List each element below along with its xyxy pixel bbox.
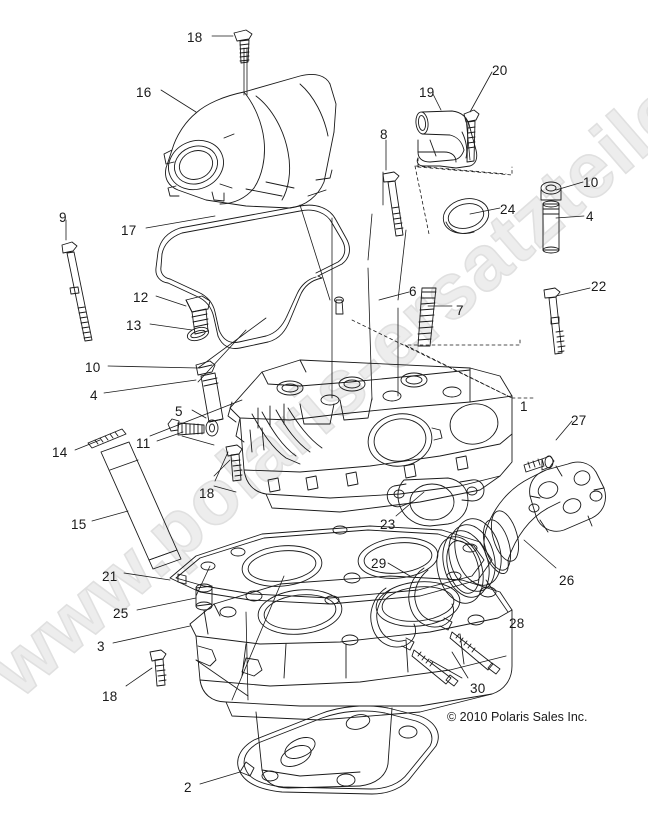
part-27-stud: [523, 455, 555, 473]
callout-11: 11: [136, 436, 151, 451]
part-25-dowel: [195, 583, 213, 635]
callout-9: 9: [59, 210, 67, 225]
bolt-9: [61, 241, 93, 342]
callout-20: 20: [492, 63, 508, 78]
copyright-notice: © 2010 Polaris Sales Inc.: [447, 710, 588, 724]
bolt-18-mid: [225, 444, 243, 482]
callout-12: 12: [133, 290, 149, 305]
callout-6: 6: [409, 284, 417, 299]
part-29-clamps: [370, 567, 454, 651]
part-10-seal-left: [195, 360, 216, 376]
part-6-valve: [334, 296, 344, 315]
callout-3: 3: [97, 639, 105, 654]
part-28-flange-ring: [436, 518, 502, 604]
part-11-screw: [167, 418, 205, 436]
callout-13: 13: [126, 318, 142, 333]
item19-bracket: [417, 157, 513, 176]
callout-18-low: 18: [102, 689, 118, 704]
callout-14: 14: [52, 445, 68, 460]
part-7-valve-spring: [417, 287, 437, 347]
callout-16: 16: [136, 85, 152, 100]
callout-17: 17: [121, 223, 137, 238]
callout-30: 30: [470, 681, 486, 696]
part-5-washer: [205, 419, 219, 437]
callout-18-top: 18: [187, 30, 203, 45]
part-30-clamp-screws: [411, 631, 501, 687]
callout-29: 29: [371, 556, 387, 571]
cam-journals: [276, 372, 462, 406]
part-4-guide-right: [542, 200, 560, 254]
callout-25: 25: [113, 606, 129, 621]
bolt-18-low: [149, 649, 167, 687]
callout-1: 1: [520, 399, 528, 414]
item8-bracket: [414, 165, 507, 235]
bolt-8: [382, 171, 404, 237]
bolt-20: [463, 109, 480, 163]
part-10-seal-right: [540, 181, 562, 201]
part-13-oring: [186, 326, 210, 342]
callout-8: 8: [380, 127, 388, 142]
callout-2: 2: [184, 780, 192, 795]
callout-24: 24: [500, 202, 516, 217]
part-2-base-gasket: [237, 705, 439, 795]
callout-5: 5: [175, 404, 183, 419]
callout-4-right: 4: [586, 209, 594, 224]
callout-23: 23: [380, 517, 396, 532]
part-24-oring: [442, 198, 490, 234]
callout-28: 28: [509, 616, 525, 631]
callout-7: 7: [456, 303, 464, 318]
callout-19: 19: [419, 85, 435, 100]
part-3-cylinder-block: [189, 572, 513, 789]
part-14-pin: [87, 428, 127, 449]
part-15-tube: [100, 441, 182, 570]
part-16-cam-cover: [163, 73, 337, 209]
part-17-cover-gasket: [155, 204, 350, 349]
callout-10-right: 10: [583, 175, 599, 190]
callout-27: 27: [571, 413, 587, 428]
part-4-guide-left: [200, 372, 224, 423]
callout-21: 21: [102, 569, 118, 584]
callout-22: 22: [591, 279, 607, 294]
part-23-exhaust-gasket: [386, 477, 485, 527]
part-21-head-gasket: [169, 525, 493, 605]
part-26-exhaust-manifold: [482, 461, 606, 574]
bolt-22: [543, 287, 566, 355]
item1-bracket: [351, 319, 536, 399]
part-19-coolant-outlet: [415, 110, 478, 169]
callout-10-left: 10: [85, 360, 101, 375]
bolt-18-top: [233, 29, 253, 64]
part-12-bolt: [185, 295, 211, 335]
callout-15: 15: [71, 517, 87, 532]
part-1-cylinder-head: [227, 359, 513, 513]
callout-4-left: 4: [90, 388, 98, 403]
callout-18-mid: 18: [199, 486, 215, 501]
callout-26: 26: [559, 573, 575, 588]
